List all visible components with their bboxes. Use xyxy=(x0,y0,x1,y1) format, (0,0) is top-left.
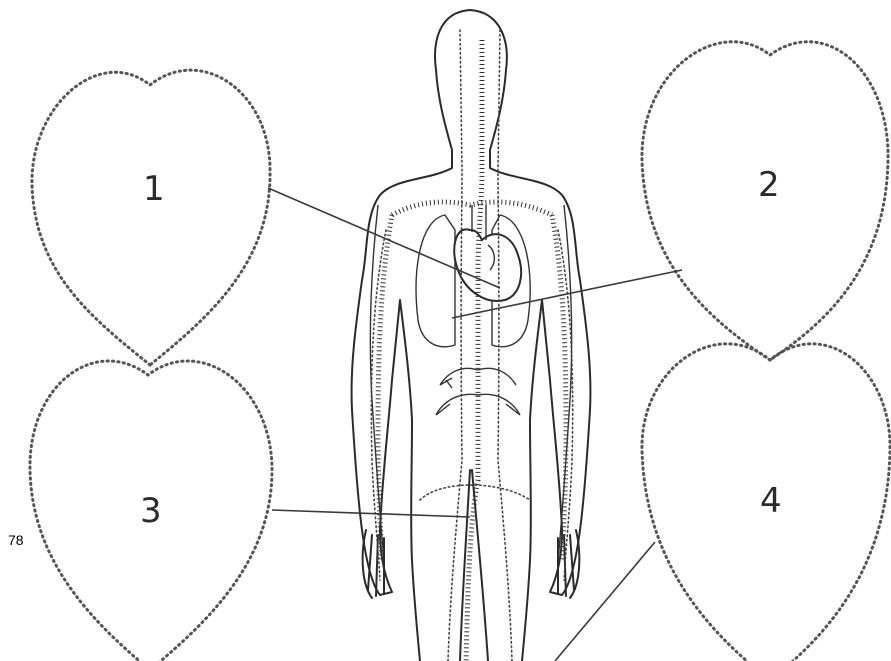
heart-number-2: 2 xyxy=(758,165,780,205)
pointer-line-4 xyxy=(555,542,655,661)
human-body-figure xyxy=(352,10,591,661)
heart-number-3: 3 xyxy=(140,491,162,531)
aorta-vessel xyxy=(466,40,482,661)
leg-split xyxy=(460,470,488,661)
heart-number-1: 1 xyxy=(143,169,165,209)
pointer-line-3 xyxy=(272,510,470,517)
heart-outline-1 xyxy=(32,70,270,365)
heart-number-4: 4 xyxy=(760,481,782,521)
left-lung xyxy=(416,215,455,347)
heart-organ xyxy=(454,229,521,301)
page-number: 78 xyxy=(8,532,24,548)
